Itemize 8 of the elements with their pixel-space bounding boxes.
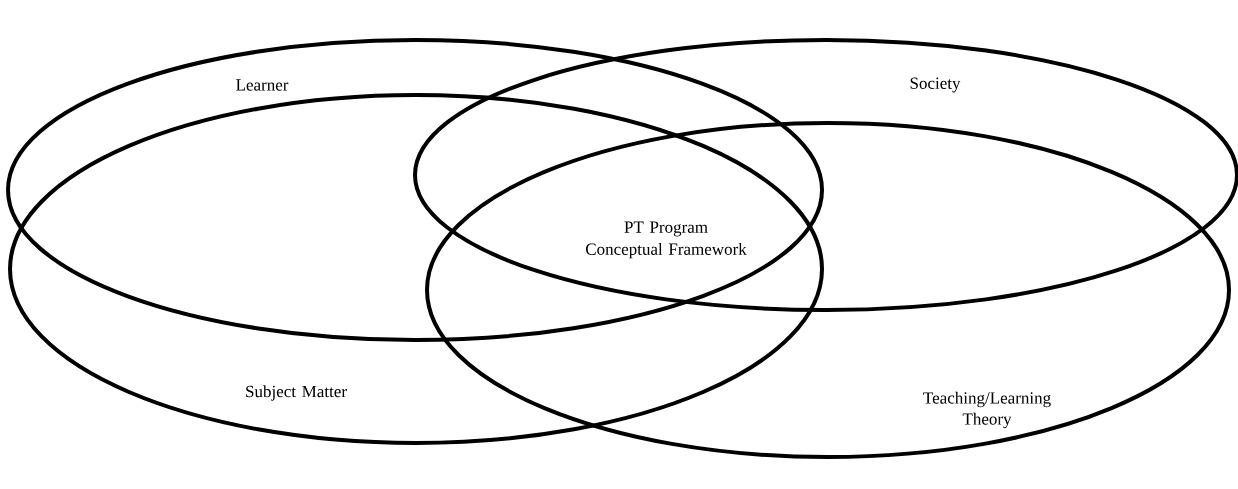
set-label: Subject Matter <box>246 385 347 401</box>
ellipse <box>425 121 1231 459</box>
ellipse <box>6 38 824 342</box>
set-label: Society <box>910 77 961 93</box>
center-label: PT Program Conceptual Framework <box>585 221 747 259</box>
set-label: Teaching/Learning Theory <box>923 391 1051 429</box>
ellipse <box>8 93 824 445</box>
set-label: Learner <box>236 79 289 91</box>
